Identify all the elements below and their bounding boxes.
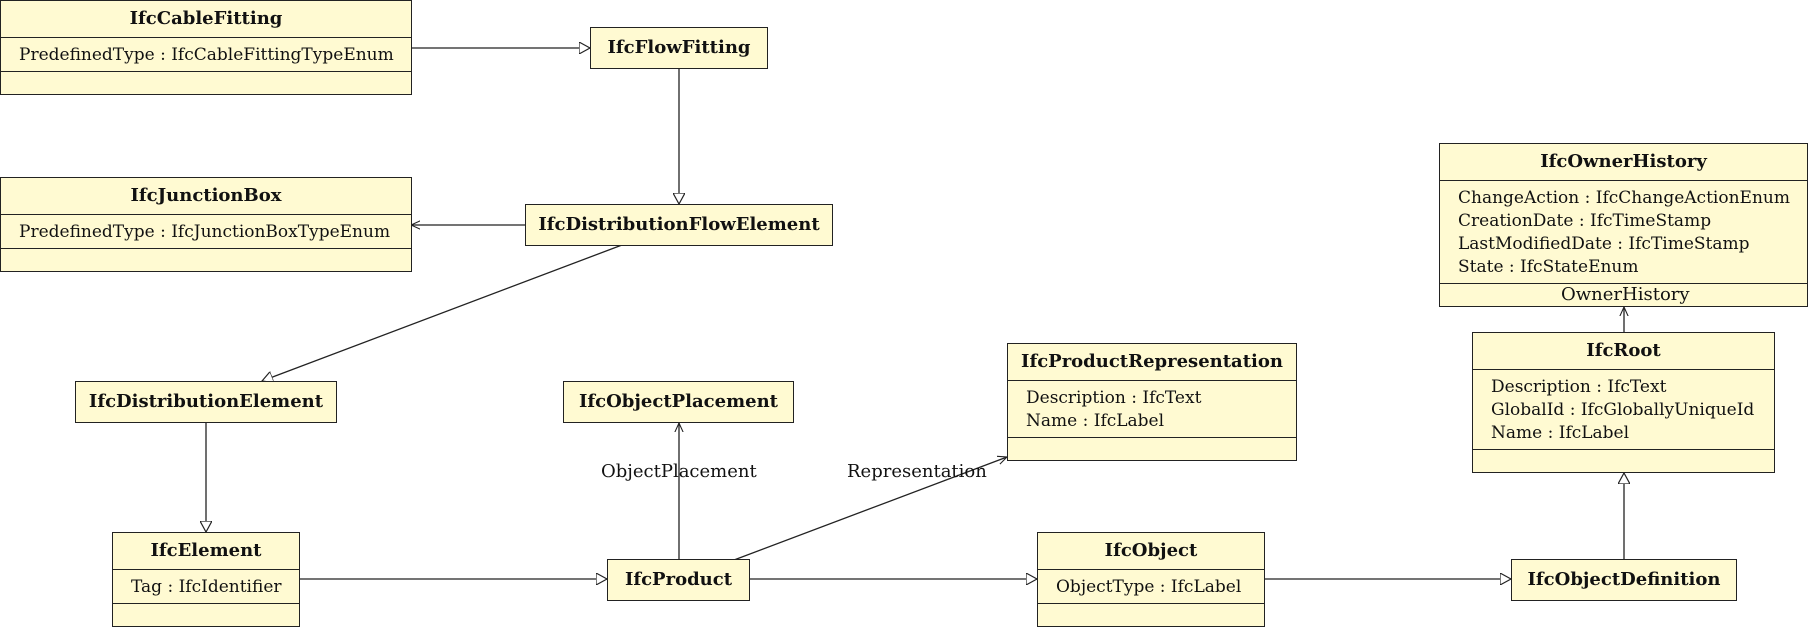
class-ifcdistributionelement[interactable]: IfcDistributionElement <box>75 381 337 423</box>
class-operations <box>1 248 411 266</box>
class-attributes: Description : IfcText GlobalId : IfcGlob… <box>1473 369 1774 449</box>
class-ifcobjectplacement[interactable]: IfcObjectPlacement <box>563 381 794 423</box>
attribute: PredefinedType : IfcCableFittingTypeEnum <box>19 45 394 65</box>
class-ifcroot[interactable]: IfcRoot Description : IfcText GlobalId :… <box>1472 332 1775 473</box>
attribute: ChangeAction : IfcChangeActionEnum <box>1458 188 1790 208</box>
class-attributes: Description : IfcText Name : IfcLabel <box>1008 380 1296 437</box>
class-operations <box>1008 437 1296 455</box>
class-ifcjunctionbox[interactable]: IfcJunctionBox PredefinedType : IfcJunct… <box>0 177 412 272</box>
class-name: IfcOwnerHistory <box>1540 151 1707 172</box>
generalization-distributionflowelement-distributionelement <box>262 244 623 381</box>
class-ifcownerhistory[interactable]: IfcOwnerHistory ChangeAction : IfcChange… <box>1439 143 1808 307</box>
attribute: GlobalId : IfcGloballyUniqueId <box>1491 400 1755 420</box>
class-ifcproduct[interactable]: IfcProduct <box>607 559 750 601</box>
attribute: Name : IfcLabel <box>1026 411 1165 431</box>
attribute: CreationDate : IfcTimeStamp <box>1458 211 1712 231</box>
class-name: IfcDistributionElement <box>88 391 324 412</box>
class-name: IfcDistributionFlowElement <box>538 214 820 235</box>
attribute: ObjectType : IfcLabel <box>1056 577 1242 597</box>
class-attributes: PredefinedType : IfcCableFittingTypeEnum <box>1 37 411 71</box>
class-name: IfcProduct <box>624 569 733 590</box>
class-name: IfcObjectPlacement <box>579 391 778 412</box>
attribute: Tag : IfcIdentifier <box>131 577 282 597</box>
class-name: IfcJunctionBox <box>130 185 282 206</box>
class-attributes: Tag : IfcIdentifier <box>113 569 299 603</box>
class-ifccablefitting[interactable]: IfcCableFitting PredefinedType : IfcCabl… <box>0 0 412 95</box>
attribute: State : IfcStateEnum <box>1458 257 1639 277</box>
class-name: IfcObject <box>1104 540 1198 561</box>
association-representation <box>733 457 1007 561</box>
relation-label-representation: Representation <box>847 461 987 482</box>
attribute: Description : IfcText <box>1491 377 1667 397</box>
attribute: Name : IfcLabel <box>1491 423 1630 443</box>
class-attributes: PredefinedType : IfcJunctionBoxTypeEnum <box>1 214 411 248</box>
class-name: IfcProductRepresentation <box>1021 351 1283 372</box>
class-attributes: ChangeAction : IfcChangeActionEnum Creat… <box>1440 180 1807 283</box>
class-ifcdistributionflowelement[interactable]: IfcDistributionFlowElement <box>525 204 833 246</box>
class-ifcproductrepresentation[interactable]: IfcProductRepresentation Description : I… <box>1007 343 1297 461</box>
attribute: Description : IfcText <box>1026 388 1202 408</box>
class-name: IfcElement <box>150 540 262 561</box>
class-name: IfcRoot <box>1586 340 1661 361</box>
class-name: IfcCableFitting <box>129 8 283 29</box>
class-attributes: ObjectType : IfcLabel <box>1038 569 1264 603</box>
class-operations <box>1473 449 1774 467</box>
class-name: IfcFlowFitting <box>607 37 751 58</box>
class-operations <box>1 71 411 89</box>
class-ifcobject[interactable]: IfcObject ObjectType : IfcLabel <box>1037 532 1265 627</box>
class-name: IfcObjectDefinition <box>1527 569 1721 590</box>
class-ifcflowfitting[interactable]: IfcFlowFitting <box>590 27 768 69</box>
relation-label-objectplacement: ObjectPlacement <box>601 461 757 482</box>
class-operations <box>113 603 299 621</box>
relation-label-ownerhistory: OwnerHistory <box>1561 284 1690 305</box>
class-ifcelement[interactable]: IfcElement Tag : IfcIdentifier <box>112 532 300 627</box>
class-operations <box>1038 603 1264 621</box>
attribute: LastModifiedDate : IfcTimeStamp <box>1458 234 1750 254</box>
attribute: PredefinedType : IfcJunctionBoxTypeEnum <box>19 222 391 242</box>
class-ifcobjectdefinition[interactable]: IfcObjectDefinition <box>1511 559 1737 601</box>
class-operations <box>1440 283 1807 301</box>
